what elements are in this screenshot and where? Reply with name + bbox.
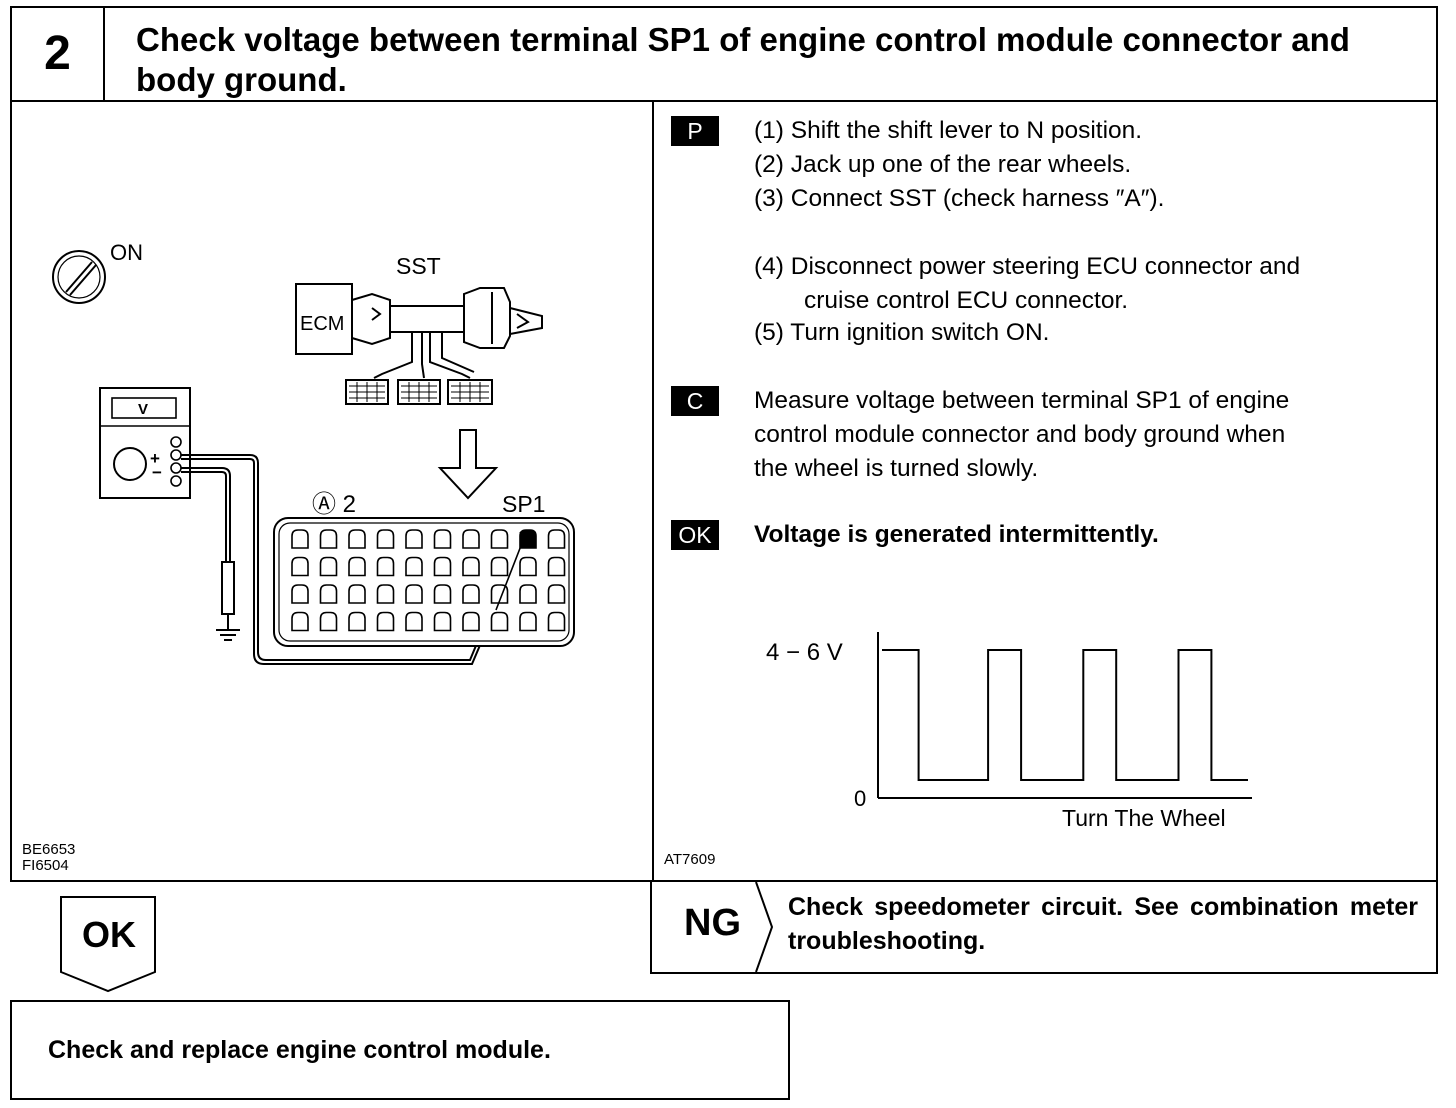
connector-pin [462,556,480,577]
harness-connectors [345,379,493,405]
figure-code-right: AT7609 [664,851,716,868]
connector-pin [319,611,338,632]
voltage-waveform-chart: 4 − 6 V 0 Turn The Wheel [766,632,1252,831]
connector-pin [519,556,537,577]
connector-pin [490,556,509,577]
down-arrow-icon [437,429,499,500]
connector-pin [319,556,338,577]
minus-terminal-label: − [152,463,162,482]
panel-divider [652,102,654,880]
prep-step-4: (4) Disconnect power steering ECU connec… [754,253,1301,280]
ok-flag-label: OK [82,914,136,955]
ground-symbol-icon [216,629,240,641]
prep-step-3: (3) Connect SST (check harness ″A″). [754,185,1165,212]
connector-pin [547,584,566,604]
sst-label: SST [396,253,441,279]
connector-pin [376,556,395,577]
final-action-text: Check and replace engine control module. [48,1036,551,1064]
connector-pin [547,556,566,577]
connector-pin [462,529,480,549]
connector-pin [547,529,566,549]
ignition-on-label: ON [110,240,143,265]
plus-terminal-label: + [150,449,160,468]
connector-pin [462,584,480,604]
step-number-cell: 2 [12,8,105,100]
voltmeter: V + − [99,387,191,499]
ok-badge: OK [671,520,719,550]
connector-pin [348,611,366,632]
connector-pin [462,611,480,632]
connector-pin [319,584,338,604]
step-number: 2 [44,27,71,80]
connector-pin [405,556,423,577]
connector-a-label: Ⓐ 2 [312,491,356,518]
step-body: ON SST ECM [10,100,1438,882]
step-title: Check voltage between terminal SP1 of en… [136,21,1350,98]
ok-criterion: Voltage is generated intermittently. [754,521,1159,548]
connector-pin [291,556,309,577]
connector-pin [433,556,452,577]
prep-step-5: (5) Turn ignition switch ON. [754,319,1050,346]
connector-pin [519,584,537,604]
ecm-unit: ECM [295,283,353,355]
check-line-1: Measure voltage between terminal SP1 of … [754,387,1290,414]
probe-tip [495,531,525,611]
connector-pin [319,529,338,549]
check-line-2: control module connector and body ground… [754,421,1286,448]
connector-pin [490,611,509,632]
prep-badge: P [671,116,719,146]
connector-pin [348,556,366,577]
figure-code-left: BE6653 FI6504 [22,842,75,874]
wiring-illustration: ON SST ECM [52,240,575,665]
connector-pin [291,611,309,632]
sp1-terminal-label: SP1 [502,491,545,517]
chart-x-label: Turn The Wheel [1062,805,1226,831]
figure-code-1: BE6653 [22,841,76,858]
voltage-series-line [882,649,1248,781]
ng-result-box: NG Check speedometer circuit. See combin… [650,880,1438,974]
step-header: 2 Check voltage between terminal SP1 of … [10,6,1438,102]
connector-pin [376,529,395,549]
ecm-label: ECM [300,313,344,335]
ng-action-text: Check speedometer circuit. See combinati… [788,893,1418,955]
connector-pin [490,529,509,549]
connector-pin [376,611,395,632]
prep-step-2: (2) Jack up one of the rear wheels. [754,151,1132,178]
ignition-switch-icon [52,250,106,304]
sp1-terminal-pin [519,529,537,549]
connector-pin [433,529,452,549]
ng-chevron-icon [755,882,774,972]
connector-pin [291,529,309,549]
ok-flag-arrow [60,896,156,993]
connector-pin [348,529,366,549]
connector-pin [348,584,366,604]
connector-pin [547,611,566,632]
connector-pin [519,611,537,632]
ytick-high-label: 4 − 6 V [766,639,843,666]
ytick-zero-label: 0 [854,786,866,811]
connector-a [273,517,575,647]
connector-pin [376,584,395,604]
connector-pin [433,611,452,632]
connector-pin [405,529,423,549]
connector-pin [405,611,423,632]
check-line-3: the wheel is turned slowly. [754,455,1039,482]
check-harness [351,287,543,379]
prep-step-4-cont: cruise control ECU connector. [804,287,1129,314]
prep-step-1: (1) Shift the shift lever to N position. [754,117,1143,144]
connector-pin [433,584,452,604]
final-action-box: Check and replace engine control module. [10,1000,790,1100]
connector-pin [405,584,423,604]
check-badge: C [671,386,719,416]
probe-leads [181,454,525,665]
figure-code-2: FI6504 [22,857,69,874]
connector-pin [291,584,309,604]
voltmeter-display-label: V [138,401,148,418]
ng-label: NG [684,902,741,944]
